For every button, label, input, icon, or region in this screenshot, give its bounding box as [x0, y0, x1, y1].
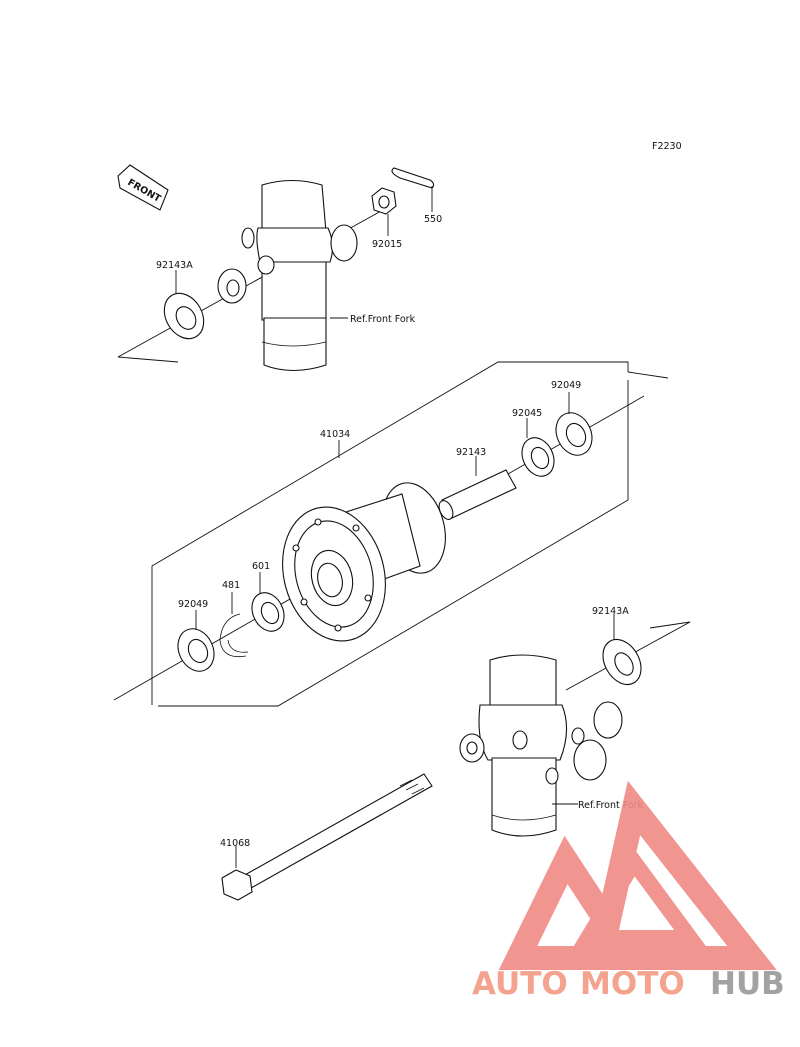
- label-92049-right: 92049: [551, 380, 581, 391]
- label-92045: 92045: [512, 408, 542, 419]
- label-41068: 41068: [220, 838, 250, 849]
- oil-seal-92049-left: 92049: [177, 599, 215, 672]
- collar-92143A-bottom: 92143A: [592, 606, 642, 686]
- watermark-triangle-icon: [498, 780, 777, 970]
- label-92049-left: 92049: [178, 599, 208, 610]
- watermark-text-hub: HUB: [710, 966, 785, 1002]
- circlip-481: 481: [219, 580, 249, 658]
- watermark-text-auto: AUTO: [472, 966, 568, 1002]
- label-92143: 92143: [456, 447, 486, 458]
- label-92015: 92015: [372, 239, 402, 250]
- nut-92015: 92015: [371, 187, 402, 250]
- bearing-601: 601: [251, 561, 285, 632]
- spacer-92143: 92143: [438, 447, 517, 520]
- oil-seal-92049-right: 92049: [551, 380, 593, 456]
- label-481: 481: [222, 580, 240, 591]
- front-arrow-icon: FRONT: [117, 164, 169, 211]
- diagram-code: F2230: [652, 141, 682, 152]
- wheel-hub-41034: 41034: [282, 429, 446, 642]
- watermark-logo: [498, 780, 777, 970]
- bearing-92045: 92045: [512, 408, 555, 477]
- label-41034: 41034: [320, 429, 350, 440]
- label-92143A-top: 92143A: [156, 260, 193, 271]
- front-fork-left: [117, 179, 393, 371]
- label-ref-front-fork-top: Ref.Front Fork: [350, 314, 416, 325]
- label-601: 601: [252, 561, 270, 572]
- label-92143A-bottom: 92143A: [592, 606, 629, 617]
- collar-92143A-top: 92143A: [156, 260, 205, 340]
- front-fork-right: [459, 621, 691, 837]
- cotter-pin-550: 550: [391, 167, 442, 225]
- label-550: 550: [424, 214, 442, 225]
- label-ref-front-fork-bottom: Ref.Front Fork: [578, 800, 644, 811]
- axle-41068: 41068: [220, 773, 433, 901]
- watermark-text-moto: MOTO: [580, 966, 685, 1002]
